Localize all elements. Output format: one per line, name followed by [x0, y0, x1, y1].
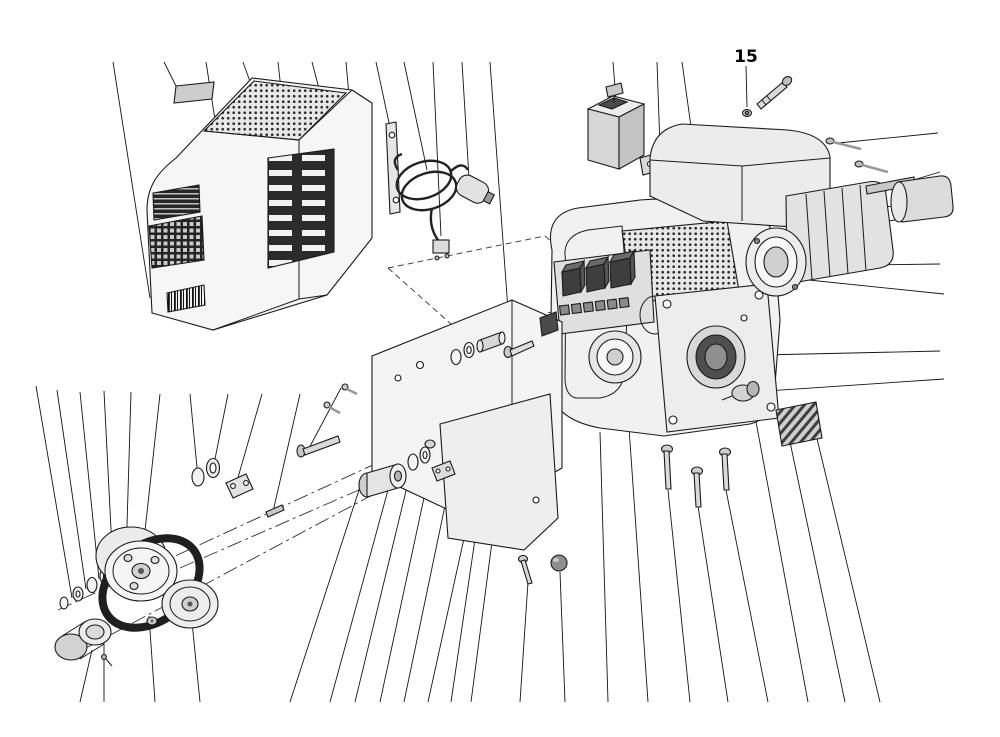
power-cord-part: [393, 152, 495, 261]
hinge-bracket-part: [385, 121, 401, 215]
shaft-hardware-part: [191, 311, 559, 518]
callout-bolt-part: [741, 76, 793, 118]
motor-cover-part: [649, 123, 831, 228]
leader-lines-left: [35, 385, 342, 599]
switch-rocker: [597, 97, 629, 110]
motor-part: [745, 137, 954, 297]
rating-label-part: [775, 401, 823, 447]
cord-clamp: [432, 239, 450, 254]
cover-top-label: [173, 81, 215, 104]
callout-label-15: 15: [734, 47, 758, 67]
burner-cover-part: [146, 77, 373, 331]
bottom-fasteners-part: [517, 554, 568, 585]
terminal-strip: [558, 297, 630, 316]
mains-plug: [455, 174, 495, 205]
mounting-bolts-part: [660, 444, 732, 508]
pulley-assembly-part: [54, 526, 219, 667]
gusset-plate: [439, 393, 559, 551]
motor-end-cap: [897, 175, 954, 223]
switch-part: [586, 82, 662, 176]
main-housing-part: [549, 198, 781, 437]
